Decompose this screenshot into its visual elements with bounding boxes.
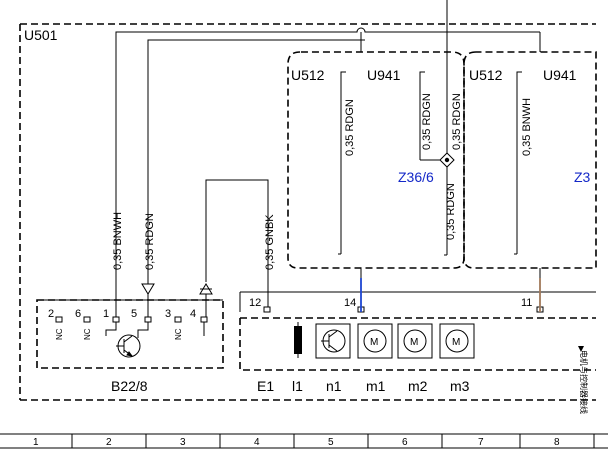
- wire-label-rdgn-lower: 0,35 RDGN: [445, 183, 457, 240]
- svg-text:6: 6: [402, 437, 408, 448]
- svg-text:4: 4: [190, 308, 196, 320]
- e1-box: [239, 317, 596, 371]
- svg-text:4: 4: [254, 437, 260, 448]
- svg-text:14: 14: [344, 297, 356, 309]
- svg-text:M: M: [452, 337, 460, 348]
- motor-m1-icon: [357, 323, 393, 359]
- svg-text:1: 1: [103, 308, 109, 320]
- wire-label-gnbk: 0,35 GNBK: [264, 214, 276, 270]
- motor-m3-icon: [439, 323, 475, 359]
- svg-text:3: 3: [165, 308, 171, 320]
- submodule-label-3: U512: [469, 67, 503, 83]
- svg-text:12: 12: [249, 297, 261, 309]
- svg-text:8: 8: [554, 437, 560, 448]
- wire-label-rdgn-u941-b: 0,35 RDGN: [451, 93, 463, 150]
- svg-text:7: 7: [478, 437, 484, 448]
- svg-text:5: 5: [131, 308, 137, 320]
- wire-label-rdgn-u941-a: 0,35 RDGN: [421, 93, 433, 150]
- top-wire-run: [115, 27, 541, 282]
- inductor-icon: [294, 322, 302, 358]
- side-note: 电机与控制器接线: [579, 350, 589, 414]
- n1-transistor-icon: [315, 323, 351, 359]
- wire-label-bnwh-right: 0,35 BNWH: [521, 98, 533, 156]
- wire-label-bnwh-left: 0,35 BNWH: [112, 212, 124, 270]
- submodule-wires: [338, 30, 541, 290]
- component-n1: n1: [326, 378, 342, 394]
- submodule-label-4: U941: [543, 67, 577, 83]
- transistor-icon: [116, 334, 141, 358]
- svg-text:M: M: [410, 337, 418, 348]
- svg-text:2: 2: [106, 437, 112, 448]
- svg-text:1: 1: [33, 437, 39, 448]
- bottom-grid: [0, 433, 608, 449]
- grid-labels: 1 2 3 4 5 6 7 8: [33, 437, 560, 448]
- splice-z3-label: Z3: [574, 169, 591, 185]
- nc-labels: NC NC NC: [55, 328, 183, 340]
- splice-z36-6: [439, 152, 455, 168]
- svg-text:11: 11: [521, 297, 532, 309]
- svg-text:5: 5: [328, 437, 334, 448]
- svg-text:NC: NC: [83, 328, 92, 340]
- splice-z36-6-label: Z36/6: [398, 169, 434, 185]
- e1-label: E1: [257, 378, 274, 394]
- submodule-box-2: [463, 51, 597, 269]
- svg-text:NC: NC: [174, 328, 183, 340]
- component-m1: m1: [366, 378, 386, 394]
- e1-pins: 12 14 11: [249, 297, 532, 309]
- submodule-label-1: U512: [291, 67, 325, 83]
- component-l1: l1: [292, 378, 303, 394]
- component-m3: m3: [450, 378, 470, 394]
- connector-triangles: [141, 283, 213, 318]
- motor-m2-icon: [397, 323, 433, 359]
- connector-hooks: [340, 71, 522, 78]
- svg-text:6: 6: [75, 308, 81, 320]
- b22-pins: 2 6 1 5 3 4: [48, 308, 196, 320]
- wire-label-rdgn-left: 0,35 RDGN: [144, 213, 156, 270]
- svg-text:M: M: [370, 337, 378, 348]
- svg-text:3: 3: [180, 437, 186, 448]
- submodule-box-1: [287, 51, 465, 269]
- component-m2: m2: [408, 378, 428, 394]
- submodule-label-2: U941: [367, 67, 401, 83]
- svg-text:2: 2: [48, 308, 54, 320]
- u501-label: U501: [24, 27, 58, 43]
- b22-label: B22/8: [111, 378, 148, 394]
- svg-text:NC: NC: [55, 328, 64, 340]
- u501-frame: [19, 23, 596, 401]
- wire-label-rdgn-u512: 0,35 RDGN: [344, 99, 356, 156]
